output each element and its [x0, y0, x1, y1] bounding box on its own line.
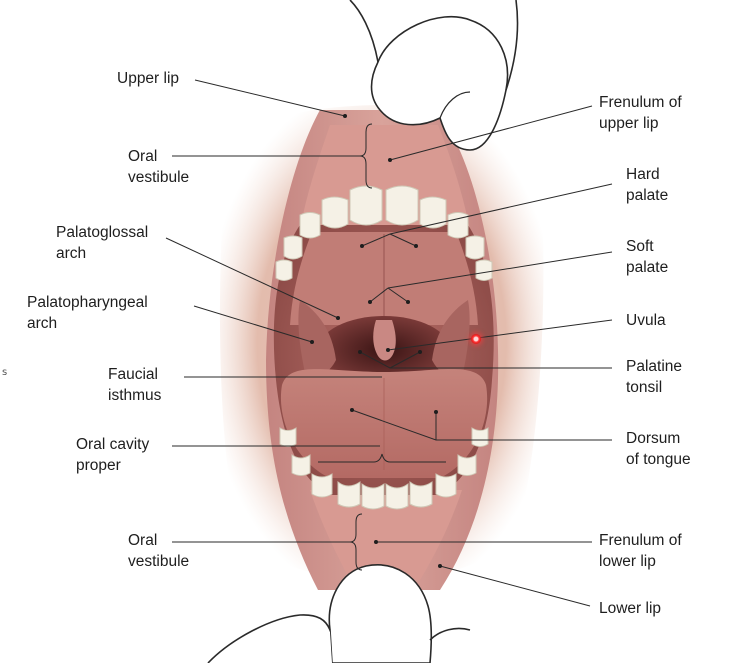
label-faucial-isthmus-line-2: isthmus [108, 387, 162, 404]
label-palatopharyngeal-arch-line-2: arch [27, 315, 58, 332]
bracket-oral-cavity [318, 453, 446, 463]
upper-teeth [275, 185, 493, 281]
leader-soft-palate [387, 251, 613, 289]
leader-hard-palate-a [361, 233, 391, 247]
leader-soft-palate-b [387, 287, 409, 303]
label-oral-cavity-proper-line-1: Oral cavity [76, 436, 150, 453]
leader-soft-palate-a [369, 287, 389, 303]
lower-hand-fill [210, 616, 332, 663]
label-lower-lip-line-1: Lower lip [599, 600, 662, 617]
left-arches [298, 300, 336, 378]
leader-lower-lip [439, 565, 591, 607]
lower-teeth [279, 427, 489, 510]
label-oral-vestibule-lower-line-2: vestibule [128, 553, 190, 570]
label-palatine-tonsil: Palatine tonsil [626, 356, 682, 398]
label-palatoglossal-arch-line-2: arch [56, 245, 87, 262]
label-palatoglossal-arch-line-1: Palatoglossal [56, 224, 149, 241]
page-marker: s [2, 367, 8, 378]
label-oral-cavity-proper-line-2: proper [76, 457, 121, 474]
label-palatoglossal-arch: Palatoglossal arch [56, 222, 148, 264]
upper-finger [370, 15, 509, 151]
label-palatopharyngeal-arch-line-1: Palatopharyngeal [27, 294, 148, 311]
label-soft-palate: Soft palate [626, 236, 668, 278]
label-uvula-line-1: Uvula [626, 312, 666, 329]
label-hard-palate-line-1: Hard [626, 166, 660, 183]
right-arches [432, 300, 470, 378]
label-dorsum-of-tongue-line-2: of tongue [626, 451, 691, 468]
label-frenulum-lower-lip-line-1: Frenulum of [599, 532, 682, 549]
pointer-dot [471, 334, 481, 344]
label-soft-palate-line-1: Soft [626, 238, 654, 255]
leader-upper-lip [194, 79, 346, 117]
label-palatopharyngeal-arch: Palatopharyngeal arch [27, 292, 148, 334]
leader-lines [165, 79, 613, 607]
uvula-shape [373, 320, 396, 361]
label-frenulum-lower-lip: Frenulum of lower lip [599, 530, 682, 572]
label-frenulum-upper-lip: Frenulum of upper lip [599, 92, 682, 134]
upper-finger-crease [439, 91, 471, 119]
label-oral-vestibule-upper: Oral vestibule [128, 146, 189, 188]
label-palatine-tonsil-line-2: tonsil [626, 379, 663, 396]
label-frenulum-upper-lip-line-1: Frenulum of [599, 94, 682, 111]
label-lower-lip: Lower lip [599, 598, 661, 619]
label-palatine-tonsil-line-1: Palatine [626, 358, 683, 375]
upper-hand [349, 0, 519, 91]
leader-dots [310, 114, 442, 568]
label-oral-vestibule-lower-line-1: Oral [128, 532, 158, 549]
label-frenulum-upper-lip-line-2: upper lip [599, 115, 659, 132]
label-dorsum-of-tongue-line-1: Dorsum [626, 430, 681, 447]
label-oral-vestibule-lower: Oral vestibule [128, 530, 189, 572]
label-soft-palate-line-2: palate [626, 259, 669, 276]
label-upper-lip-line-1: Upper lip [117, 70, 180, 87]
label-uvula: Uvula [626, 310, 666, 331]
leader-frenulum-upper-lip [389, 105, 593, 161]
label-faucial-isthmus-line-1: Faucial [108, 366, 158, 383]
leader-uvula [387, 319, 613, 351]
label-frenulum-lower-lip-line-2: lower lip [599, 553, 656, 570]
label-oral-cavity-proper: Oral cavity proper [76, 434, 149, 476]
label-oral-vestibule-upper-line-1: Oral [128, 148, 158, 165]
lower-gum [310, 490, 462, 580]
leader-palatopharyngeal-arch [193, 305, 313, 343]
bracket-oral-vestibule-upper [359, 123, 373, 189]
lower-hand [207, 614, 471, 664]
label-hard-palate: Hard palate [626, 164, 668, 206]
leader-hard-palate-b [389, 233, 417, 247]
bracket-oral-vestibule-lower [349, 513, 363, 571]
leader-palatoglossal-arch [165, 237, 339, 319]
label-oral-vestibule-upper-line-2: vestibule [128, 169, 190, 186]
label-dorsum-of-tongue: Dorsum of tongue [626, 428, 691, 470]
label-upper-lip: Upper lip [117, 68, 179, 89]
leader-palatine-tonsil-3 [389, 351, 421, 369]
label-hard-palate-line-2: palate [626, 187, 669, 204]
leader-hard-palate [389, 183, 613, 235]
label-faucial-isthmus: Faucial isthmus [108, 364, 161, 406]
